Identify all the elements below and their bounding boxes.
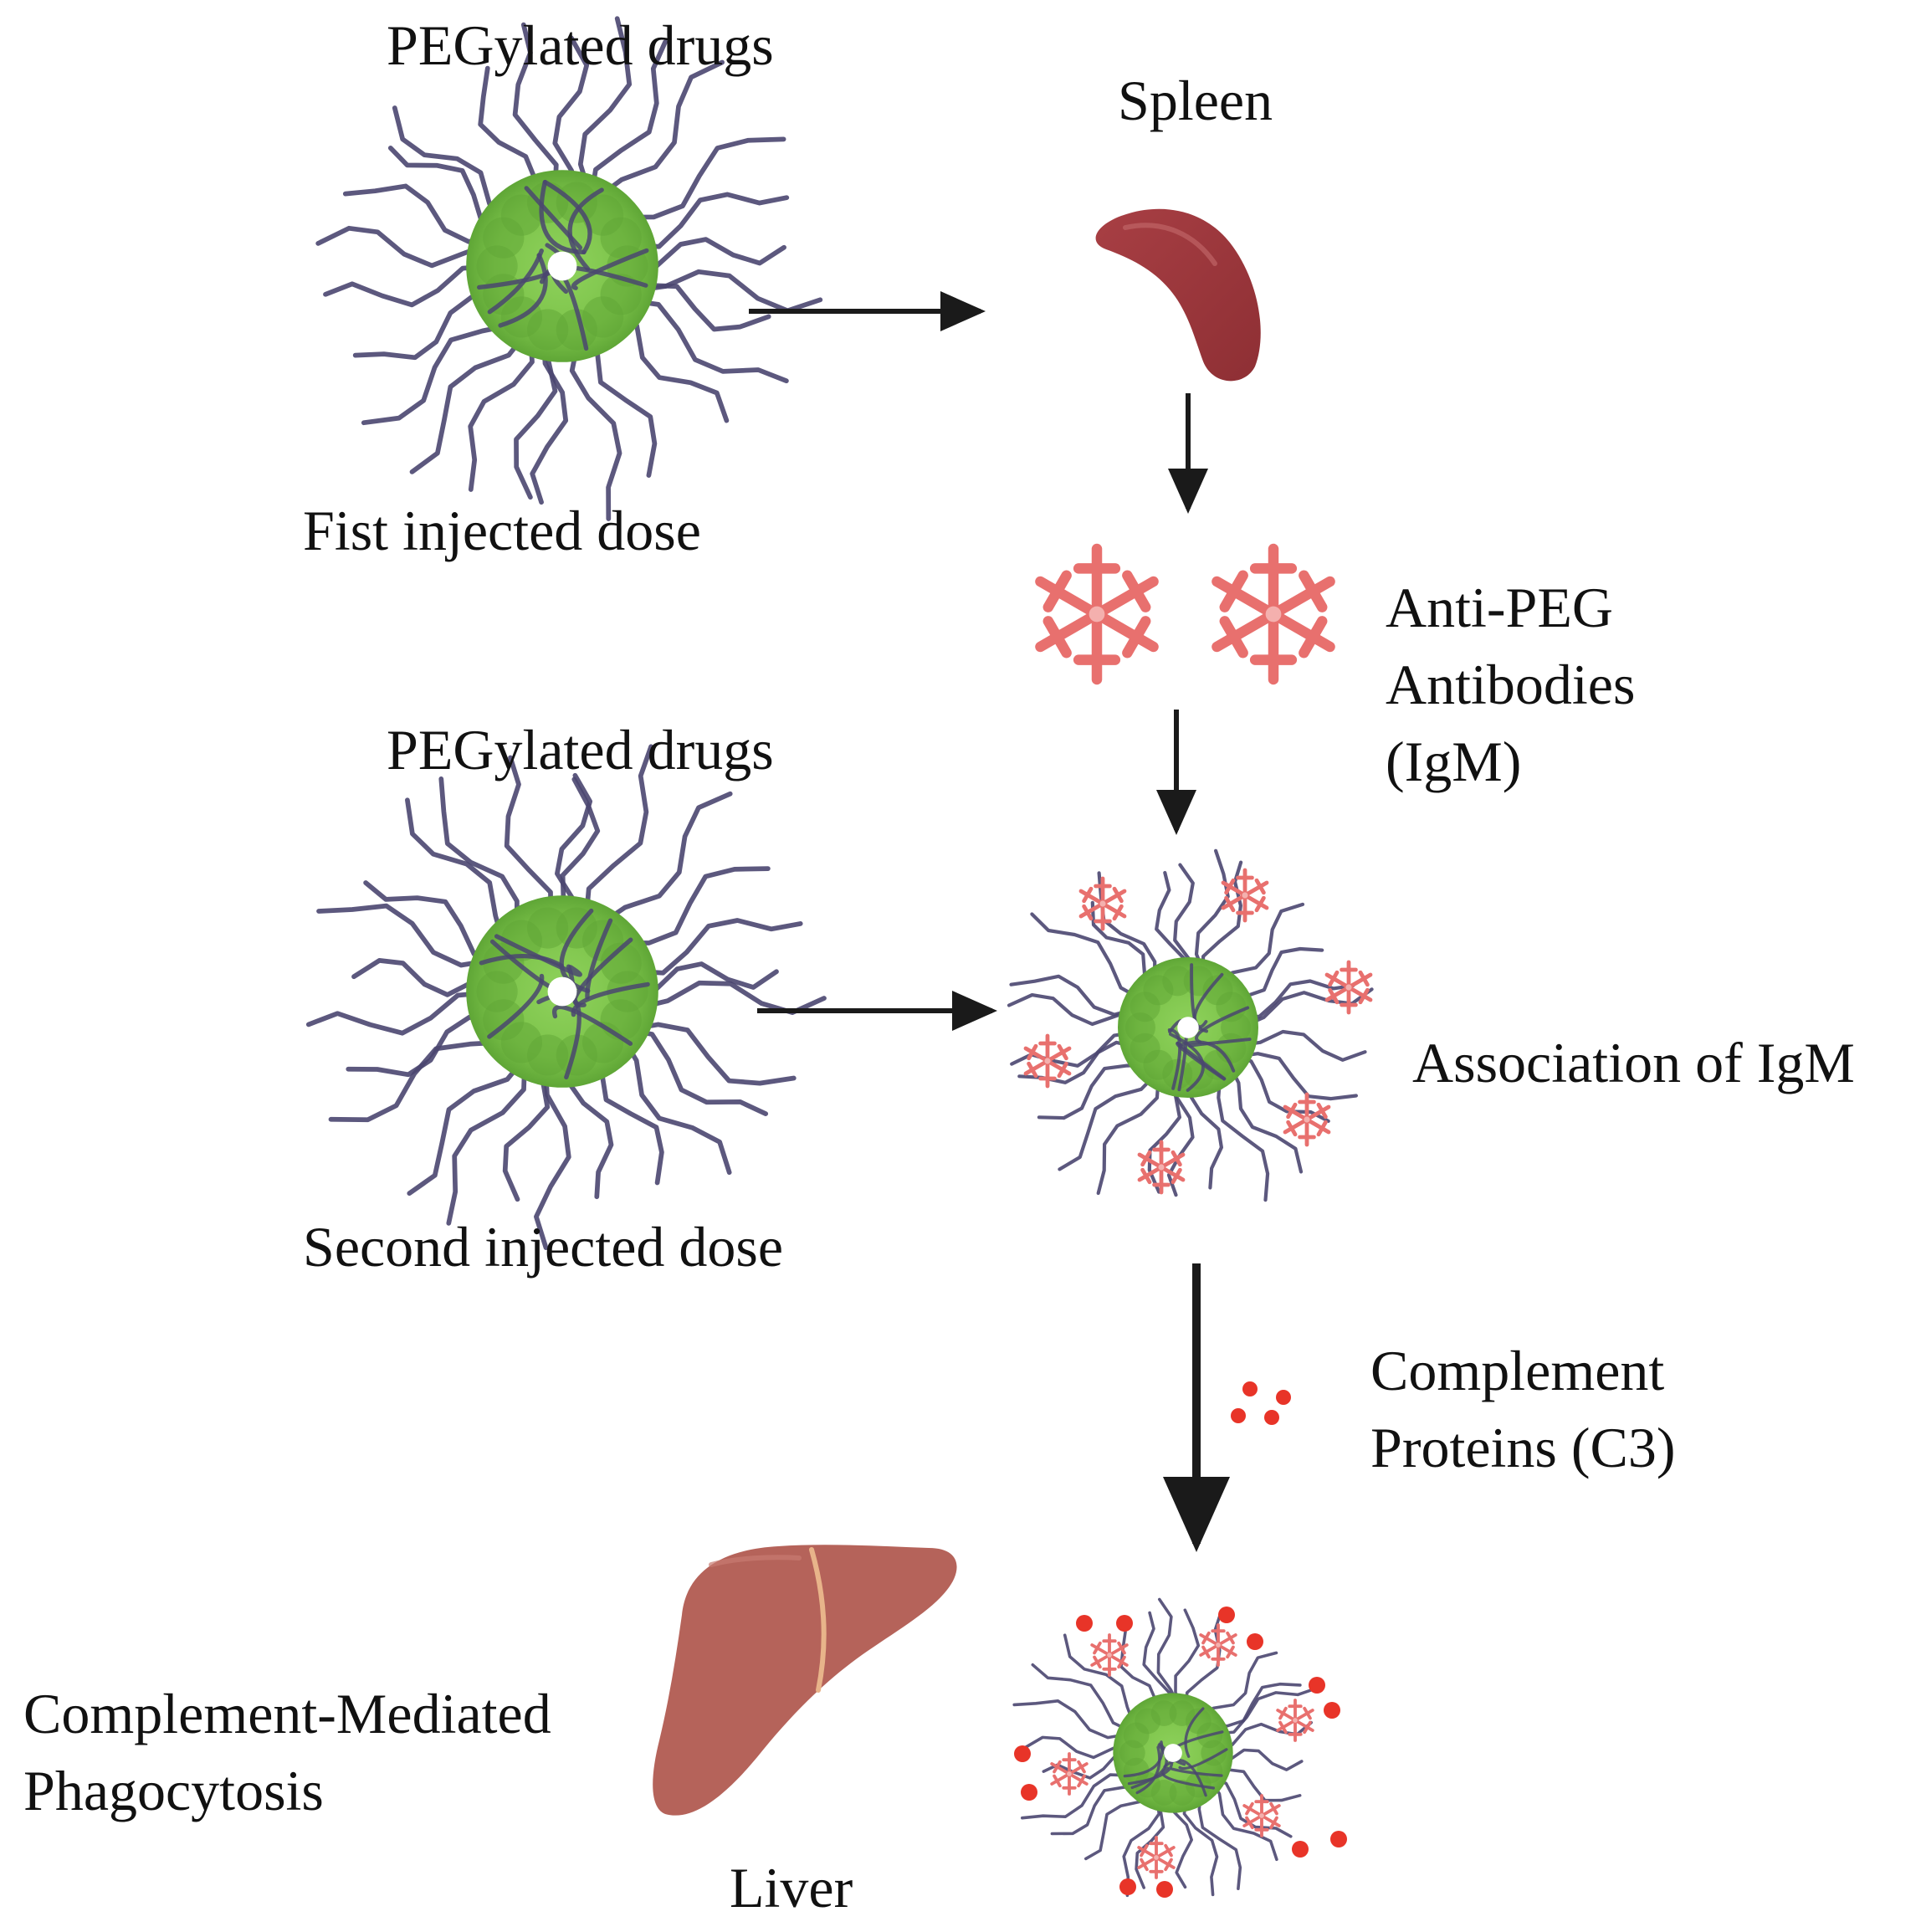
- antibody-icon: [1090, 1633, 1129, 1677]
- label-anti-peg-line1: Anti-PEG: [1386, 576, 1613, 639]
- complement-protein-icon: [1231, 1408, 1246, 1423]
- igm-bound-nanoparticle-icon: [1007, 848, 1374, 1202]
- antibody-icon: [1212, 543, 1335, 685]
- complement-protein-icon: [1156, 1881, 1173, 1898]
- antibody-icon: [1050, 1752, 1089, 1796]
- liver-icon: [653, 1545, 957, 1816]
- complement-protein-icon: [1276, 1390, 1291, 1405]
- label-first-injected-dose: Fist injected dose: [303, 499, 701, 562]
- pegylated-nanoparticle-icon-second-dose: [305, 744, 827, 1250]
- complement-protein-icon: [1119, 1878, 1136, 1895]
- label-phagocytosis-line2: Phagocytosis: [23, 1759, 324, 1822]
- antibody-icon: [1242, 1794, 1281, 1837]
- complement-protein-icon: [1014, 1745, 1031, 1762]
- label-spleen: Spleen: [1118, 69, 1273, 132]
- antibody-icon: [1137, 1836, 1176, 1879]
- label-pegylated-drugs-top: PEGylated drugs: [387, 13, 774, 77]
- label-anti-peg-line2: Antibodies: [1386, 653, 1636, 716]
- complement-protein-icon: [1324, 1702, 1340, 1719]
- complement-protein-icon: [1264, 1410, 1279, 1425]
- label-complement-line1: Complement: [1370, 1339, 1665, 1402]
- pegylated-nanoparticle-icon-first-dose: [315, 16, 823, 521]
- complement-protein-icon: [1309, 1677, 1325, 1694]
- antibody-icon: [1221, 868, 1269, 923]
- spleen-icon: [1095, 208, 1261, 382]
- label-anti-peg-line3: (IgM): [1386, 730, 1522, 793]
- antibody-icon: [1283, 1092, 1331, 1147]
- complement-protein-icon: [1292, 1841, 1309, 1858]
- label-association-of-igm: Association of IgM: [1412, 1031, 1855, 1094]
- complement-protein-icon: [1247, 1633, 1263, 1650]
- complement-protein-icon: [1242, 1381, 1258, 1396]
- complement-protein-icon: [1330, 1831, 1347, 1847]
- complement-protein-icon: [1116, 1615, 1133, 1632]
- label-liver: Liver: [730, 1856, 853, 1919]
- arrows: [749, 291, 1230, 1552]
- complement-protein-icon: [1218, 1607, 1235, 1623]
- antibody-icon: [1078, 876, 1127, 931]
- antibody-icon: [1023, 1033, 1072, 1089]
- antibody-icon: [1137, 1140, 1186, 1195]
- complement-protein-icon: [1076, 1615, 1093, 1632]
- antibody-icon: [1324, 960, 1373, 1015]
- complement-protein-icon: [1021, 1784, 1037, 1801]
- antibody-icon: [1199, 1623, 1237, 1667]
- label-phagocytosis-line1: Complement-Mediated: [23, 1682, 551, 1745]
- antibody-icon: [1035, 543, 1159, 685]
- label-second-injected-dose: Second injected dose: [303, 1215, 784, 1279]
- label-pegylated-drugs-mid: PEGylated drugs: [387, 718, 774, 782]
- antibody-icon: [1276, 1699, 1314, 1742]
- label-complement-line2: Proteins (C3): [1370, 1416, 1676, 1479]
